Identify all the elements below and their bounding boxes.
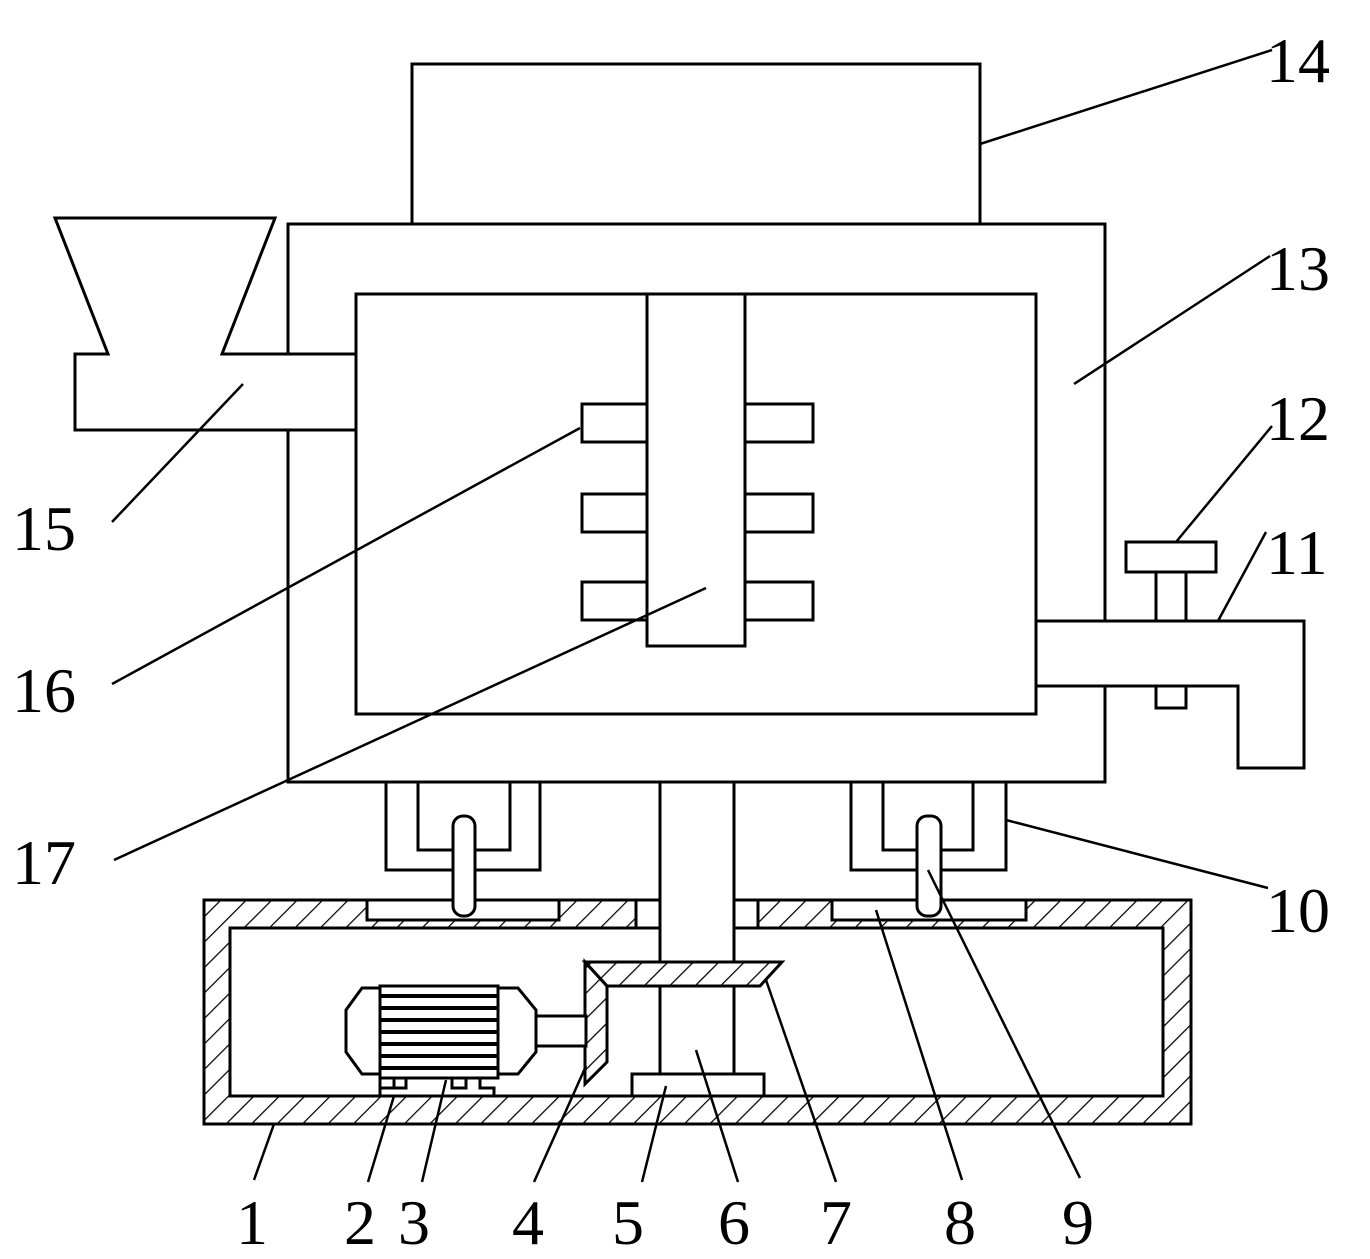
- label-10: 10: [1266, 875, 1330, 946]
- label-12: 12: [1266, 383, 1330, 454]
- label-16: 16: [12, 655, 76, 726]
- label-14: 14: [1266, 25, 1330, 96]
- part-labels: 14 13 12 11 10 15 16 17 1 2 3 4 5 6 7 8 …: [12, 25, 1330, 1258]
- label-17: 17: [12, 827, 76, 898]
- label-3: 3: [398, 1187, 430, 1258]
- bearing-seat: [630, 1072, 766, 1098]
- bevel-gear-top: [581, 960, 786, 988]
- label-4: 4: [512, 1187, 544, 1258]
- label-2: 2: [344, 1187, 376, 1258]
- label-13: 13: [1266, 233, 1330, 304]
- stirring-blades: [580, 402, 815, 622]
- main-shaft: [658, 780, 736, 964]
- motor: [344, 984, 588, 1096]
- feed-hopper: [52, 216, 358, 432]
- label-6: 6: [718, 1187, 750, 1258]
- support-rod-left: [451, 814, 477, 918]
- leader-lines: [111, 48, 1273, 1183]
- label-8: 8: [944, 1187, 976, 1258]
- central-shaft: [645, 292, 747, 648]
- label-11: 11: [1266, 517, 1328, 588]
- valve: [1124, 540, 1218, 710]
- label-9: 9: [1062, 1187, 1094, 1258]
- bevel-gear-side: [583, 958, 609, 1088]
- top-motor-box: [410, 62, 982, 226]
- discharge-pipe: [1034, 619, 1306, 770]
- label-5: 5: [612, 1187, 644, 1258]
- label-1: 1: [236, 1187, 268, 1258]
- support-rod-right: [915, 814, 943, 918]
- label-15: 15: [12, 493, 76, 564]
- lower-shaft: [658, 984, 736, 1076]
- label-7: 7: [820, 1187, 852, 1258]
